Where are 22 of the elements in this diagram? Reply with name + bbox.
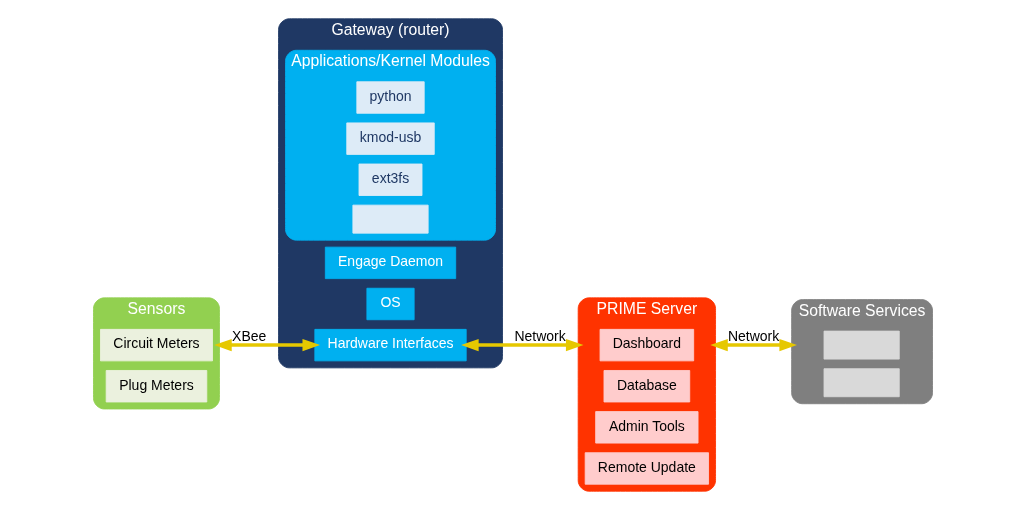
node-box: Remote Update	[584, 452, 709, 485]
arrow	[460, 338, 583, 352]
edge-label: XBee	[231, 327, 266, 344]
node-box: Plug Meters	[105, 370, 207, 403]
edge-label: Network	[727, 327, 779, 344]
node-box: ext3fs	[358, 163, 422, 196]
node-box	[823, 368, 900, 398]
node-box: Database	[603, 370, 690, 403]
node-box: python	[355, 81, 425, 114]
node-box: Engage Daemon	[324, 246, 456, 280]
node-box: Circuit Meters	[99, 328, 213, 362]
node-box: Dashboard	[599, 328, 694, 362]
node-box: kmod-usb	[345, 122, 435, 155]
node-box: OS	[365, 287, 415, 321]
arrow	[709, 338, 797, 352]
node-box	[823, 330, 900, 360]
cluster: Software Services	[790, 299, 933, 405]
edge-label: Network	[513, 327, 566, 344]
node-box: Admin Tools	[594, 411, 698, 444]
node-box: Hardware Interfaces	[313, 328, 467, 362]
arrow	[213, 338, 320, 352]
node-box	[351, 204, 429, 234]
